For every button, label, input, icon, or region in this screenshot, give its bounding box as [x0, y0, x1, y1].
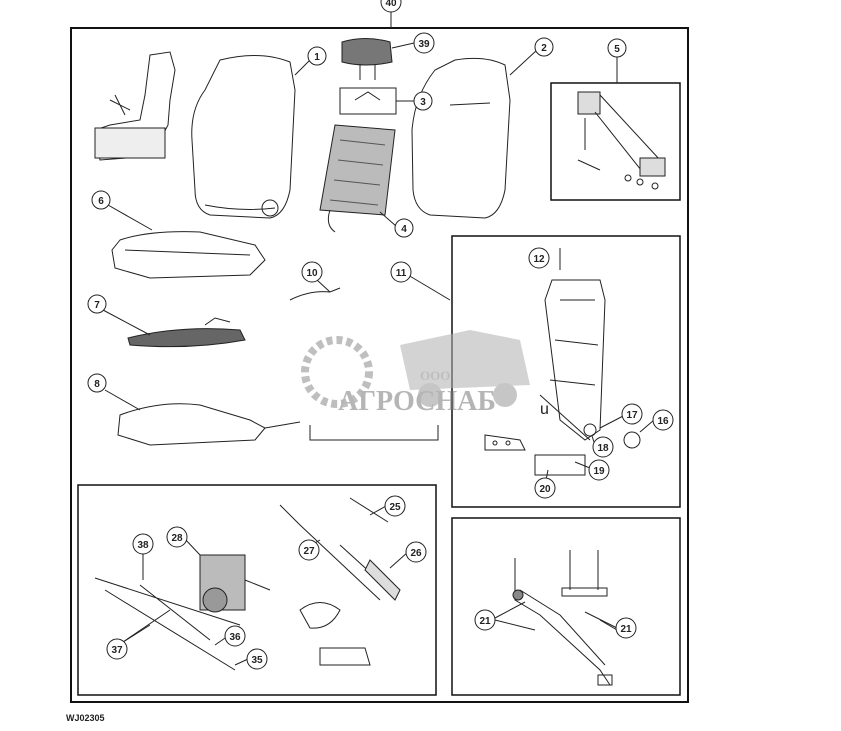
outer-frame	[70, 27, 689, 703]
callout-4: 4	[394, 218, 414, 238]
svg-text:2: 2	[541, 43, 547, 54]
callout-1: 1	[307, 46, 327, 66]
seat-cushion	[111, 231, 266, 279]
svg-text:1: 1	[314, 52, 320, 63]
svg-text:37: 37	[111, 645, 123, 656]
panel-seat-belt	[550, 82, 681, 201]
figure-code: WJ02305	[66, 713, 105, 723]
seat-back-cushion	[191, 54, 296, 219]
svg-text:38: 38	[137, 540, 149, 551]
backrest-frame-mesh	[319, 124, 396, 233]
seat-pan	[127, 317, 246, 348]
callout-26: 26	[405, 541, 427, 563]
callout-11: 11	[390, 261, 412, 283]
callout-28: 28	[166, 526, 188, 548]
callout-7: 7	[87, 294, 107, 314]
callout-18: 18	[592, 436, 614, 458]
callout-27: 27	[298, 539, 320, 561]
svg-text:28: 28	[171, 533, 183, 544]
callout-12: 12	[528, 247, 550, 269]
svg-text:8: 8	[94, 379, 100, 390]
callout-39: 39	[413, 32, 435, 54]
svg-text:4: 4	[401, 224, 407, 235]
svg-text:7: 7	[94, 300, 100, 311]
callout-20: 20	[534, 477, 556, 499]
watermark-prefix: ООО	[420, 368, 450, 383]
callout-21-right: 21	[615, 617, 637, 639]
svg-text:21: 21	[620, 624, 632, 635]
stray-letter: u	[540, 401, 549, 418]
svg-text:36: 36	[229, 632, 241, 643]
svg-text:35: 35	[251, 655, 263, 666]
callout-6: 6	[91, 190, 111, 210]
svg-text:11: 11	[396, 268, 407, 279]
seat-cushion-foam	[117, 403, 301, 446]
callout-36: 36	[224, 625, 246, 647]
svg-text:20: 20	[539, 484, 551, 495]
watermark-name: АГРОСНАБ	[338, 386, 496, 417]
svg-text:25: 25	[389, 502, 401, 513]
svg-text:6: 6	[98, 196, 104, 207]
callout-3: 3	[413, 91, 433, 111]
callouts: 40 1 39 2 5 3 4 6 10 11 12 7 8 17 16 18 …	[87, 0, 674, 670]
callout-5: 5	[607, 38, 627, 58]
callout-17: 17	[621, 403, 643, 425]
callout-38: 38	[132, 533, 154, 555]
bracket-outline	[309, 425, 439, 441]
svg-text:39: 39	[418, 39, 430, 50]
washer-16	[623, 431, 641, 449]
svg-text:12: 12	[533, 254, 545, 265]
panel-armrest-mount	[451, 517, 681, 696]
svg-text:27: 27	[303, 546, 315, 557]
lumbar-pump-assembly	[94, 497, 401, 671]
svg-text:40: 40	[385, 0, 397, 9]
svg-text:16: 16	[657, 416, 669, 427]
callout-19: 19	[588, 459, 610, 481]
svg-text:17: 17	[626, 410, 638, 421]
panel-lumbar	[77, 484, 437, 696]
armrest-mount-assembly	[512, 550, 613, 686]
seat-wire-harness	[289, 287, 341, 301]
complete-seat-illustration	[94, 51, 176, 161]
svg-text:10: 10	[306, 268, 318, 279]
headrest-guide	[339, 87, 397, 115]
callout-37: 37	[106, 638, 128, 660]
svg-text:21: 21	[479, 616, 491, 627]
headrest	[341, 38, 393, 80]
callout-8: 8	[87, 373, 107, 393]
callout-16: 16	[652, 409, 674, 431]
seat-belt	[577, 91, 666, 190]
seat-back-cover	[411, 57, 511, 219]
svg-text:5: 5	[614, 44, 620, 55]
callout-2: 2	[534, 37, 554, 57]
watermark-logo: ООО АГРОСНАБ	[301, 330, 530, 417]
callout-35: 35	[246, 648, 268, 670]
callout-25: 25	[384, 495, 406, 517]
svg-text:26: 26	[410, 548, 422, 559]
callout-10: 10	[301, 261, 323, 283]
callout-21-left: 21	[474, 609, 496, 631]
bolt-17	[583, 423, 597, 437]
svg-text:18: 18	[597, 443, 609, 454]
svg-text:3: 3	[420, 97, 426, 108]
callout-40: 40	[380, 0, 402, 13]
svg-text:19: 19	[593, 466, 605, 477]
